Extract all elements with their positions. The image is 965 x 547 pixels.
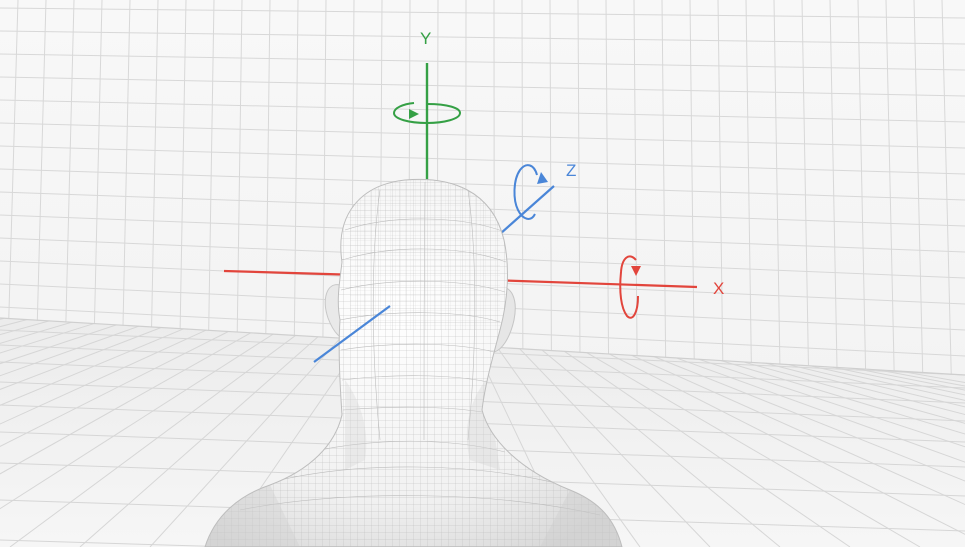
z-axis-line-front <box>313 305 391 363</box>
z-axis-label: Z <box>566 161 576 180</box>
x-axis-line-left <box>223 269 361 277</box>
x-axis-label: X <box>713 279 724 298</box>
wall-grid <box>0 0 965 374</box>
x-axis-line-right <box>489 278 698 289</box>
x-rotation-icon[interactable] <box>619 255 641 319</box>
z-rotation-icon[interactable] <box>513 164 548 220</box>
y-rotation-icon[interactable] <box>392 102 462 125</box>
z-axis-line-back <box>499 185 555 235</box>
y-axis-label: Y <box>420 29 431 48</box>
